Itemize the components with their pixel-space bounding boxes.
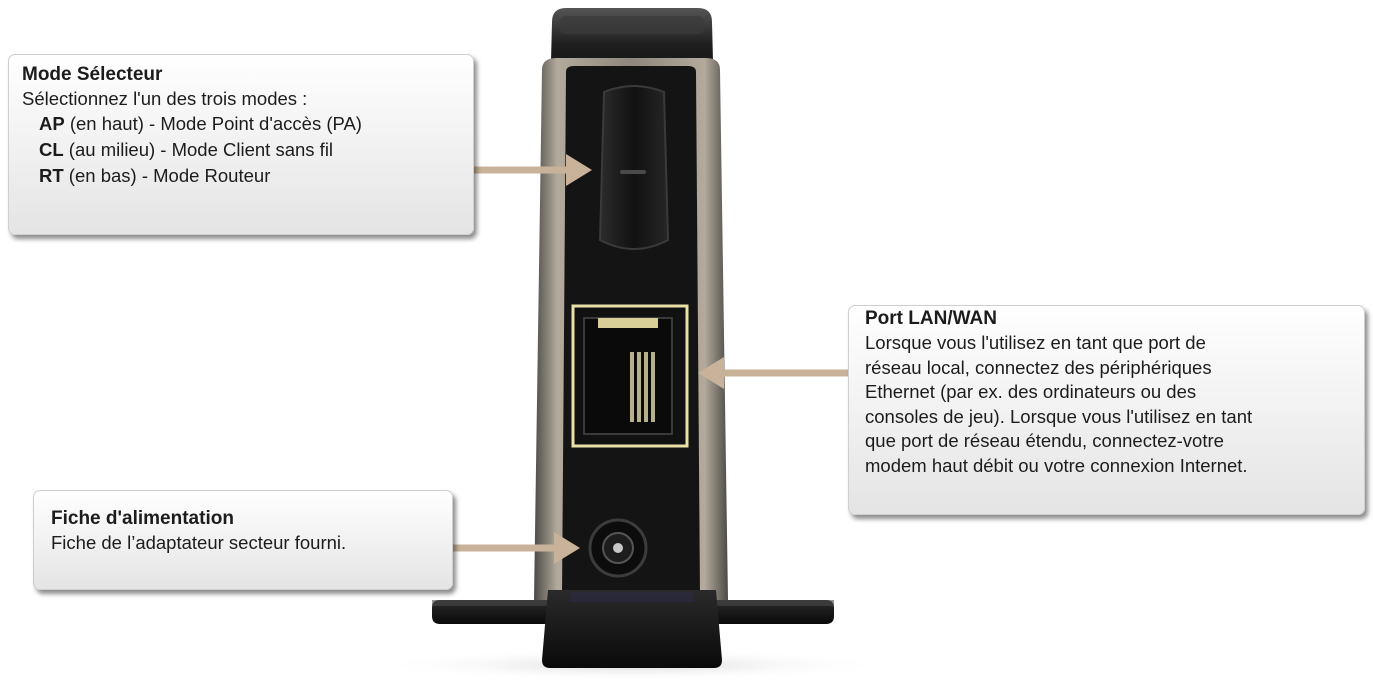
callout-lan-line: que port de réseau étendu, connectez-vot… bbox=[865, 430, 1224, 451]
rj45-port-icon bbox=[571, 304, 689, 448]
callout-lan-line: consoles de jeu). Lorsque vous l'utilise… bbox=[865, 405, 1253, 427]
mode-item-ap: AP (en haut) - Mode Point d'accès (PA) bbox=[39, 113, 362, 134]
mode-item-cl: CL (au milieu) - Mode Client sans fil bbox=[39, 139, 334, 160]
callout-power-text: Fiche de l’adaptateur secteur fourni. bbox=[51, 532, 347, 553]
callout-mode-intro: Sélectionnez l'un des trois modes : bbox=[22, 88, 308, 109]
callout-lan-line: Lorsque vous l'utilisez en tant que port… bbox=[865, 332, 1206, 353]
callout-mode-title: Mode Sélecteur bbox=[22, 64, 163, 85]
callout-power-plug: Fiche d'alimentation Fiche de l’adaptate… bbox=[33, 490, 453, 590]
callout-lan-wan-port: Port LAN/WAN Lorsque vous l'utilisez en … bbox=[848, 305, 1365, 515]
callout-mode-selector: Mode Sélecteur Sélectionnez l'un des tro… bbox=[8, 54, 474, 235]
mode-switch-icon bbox=[598, 85, 670, 250]
callout-lan-line: modem haut débit ou votre connexion Inte… bbox=[865, 454, 1248, 476]
callout-lan-line: Ethernet (par ex. des ordinateurs ou des bbox=[865, 381, 1197, 402]
power-jack-icon bbox=[588, 518, 648, 578]
callout-lan-title: Port LAN/WAN bbox=[865, 308, 997, 329]
callout-lan-line: réseau local, connectez des périphérique… bbox=[865, 356, 1212, 378]
callout-power-title: Fiche d'alimentation bbox=[51, 508, 234, 529]
mode-item-rt: RT (en bas) - Mode Routeur bbox=[39, 165, 271, 186]
